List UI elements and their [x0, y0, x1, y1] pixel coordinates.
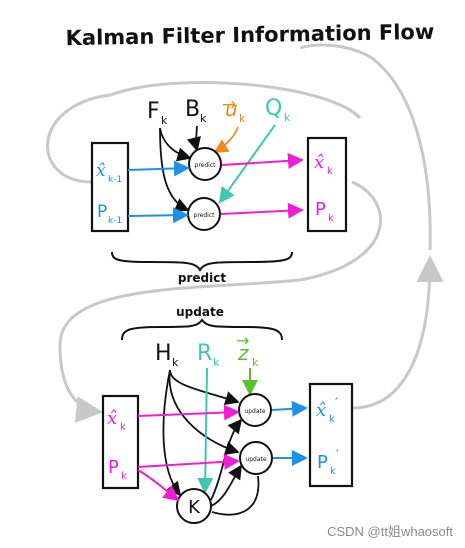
- edge-x-in-to-update: [137, 404, 240, 421]
- svg-text:→: →: [222, 95, 236, 115]
- label-P-predicted: P k: [315, 199, 334, 224]
- edge-K-loop-right: [211, 475, 260, 516]
- label-R: R k: [197, 341, 220, 369]
- svg-text:k: k: [172, 356, 179, 369]
- edge-P-in-to-update: [137, 453, 240, 470]
- loop-right-up: [299, 43, 432, 251]
- label-x-updated: x̂ k ′: [316, 396, 338, 425]
- label-H: H k: [155, 341, 179, 369]
- svg-text:k: k: [121, 471, 127, 482]
- label-Q: Q k: [265, 96, 291, 124]
- edge-B-to-predict-top: [186, 125, 201, 152]
- predict-node-top-label: predict: [195, 162, 217, 169]
- edge-predict-to-x: [221, 152, 304, 169]
- svg-text:P: P: [108, 457, 119, 478]
- output-box-predicted-state: [306, 136, 348, 233]
- svg-text:k-1: k-1: [108, 175, 122, 185]
- predict-node-bottom-label: predict: [194, 212, 216, 219]
- svg-text:z: z: [237, 341, 249, 365]
- loop-top-to-right: [109, 81, 362, 120]
- label-z: → z k: [236, 331, 259, 369]
- predict-brace-label: predict: [178, 271, 226, 285]
- edge-K-to-update-bottom: [210, 464, 242, 507]
- svg-text:Q: Q: [265, 96, 282, 121]
- edge-H-to-update-bottom: [168, 369, 240, 456]
- svg-text:P: P: [315, 199, 326, 220]
- svg-text:′: ′: [335, 396, 338, 412]
- svg-text:H: H: [155, 341, 172, 366]
- edge-P-in-to-K: [137, 469, 180, 502]
- svg-text:k: k: [328, 213, 334, 224]
- loop-left-top: [46, 93, 111, 184]
- update-brace: [121, 318, 283, 341]
- svg-text:k: k: [200, 112, 207, 125]
- label-P-prev: P k-1: [97, 202, 122, 226]
- svg-text:B: B: [185, 97, 200, 122]
- edge-K-to-update-top: [210, 418, 243, 501]
- loop-right-return: [351, 255, 444, 410]
- edge-predict-to-P: [220, 202, 304, 219]
- svg-text:x̂: x̂: [314, 152, 324, 173]
- watermark-text: CSDN @tt姐whaosoft: [327, 524, 453, 539]
- kalman-gain-label: K: [188, 497, 201, 518]
- svg-text:k: k: [213, 356, 220, 369]
- update-brace-label: update: [176, 305, 224, 319]
- svg-text:k: k: [327, 166, 333, 177]
- label-x-predicted: x̂ k: [314, 152, 333, 177]
- edge-F-to-predict-top: [159, 127, 192, 162]
- svg-text:u: u: [225, 97, 238, 121]
- update-node-bottom: [239, 441, 273, 475]
- diagram-title: Kalman Filter Information Flow: [65, 20, 434, 50]
- edge-update-to-x-out: [271, 400, 308, 417]
- svg-text:k: k: [330, 466, 336, 477]
- svg-text:→: →: [236, 331, 249, 350]
- predict-brace: [111, 251, 293, 272]
- svg-text:x̂: x̂: [107, 408, 117, 429]
- svg-text:k-1: k-1: [108, 216, 122, 226]
- svg-text:k: k: [161, 114, 168, 127]
- svg-text:P: P: [97, 202, 107, 222]
- input-box-update-state: [101, 394, 140, 490]
- loop-output-to-update: [58, 180, 382, 424]
- edge-H-to-update-top: [169, 369, 240, 406]
- svg-text:x̂: x̂: [316, 400, 326, 421]
- svg-text:k: k: [120, 422, 126, 433]
- label-F: F k: [147, 99, 168, 127]
- svg-text:k: k: [252, 356, 259, 369]
- svg-text:k: k: [239, 112, 246, 125]
- svg-text:P: P: [317, 452, 328, 473]
- svg-text:R: R: [197, 341, 212, 366]
- edge-x-prev-to-predict: [127, 160, 190, 177]
- svg-text:F: F: [147, 99, 160, 124]
- edge-H-to-K: [162, 369, 182, 497]
- input-box-prev-state: [90, 141, 130, 233]
- label-x-update-in: x̂ k: [107, 408, 126, 433]
- label-P-update-in: P k: [108, 457, 127, 482]
- label-B: B k: [185, 97, 207, 125]
- update-node-top-label: update: [244, 408, 265, 415]
- update-node-bottom-label: update: [245, 456, 266, 463]
- output-box-updated-state: [308, 382, 354, 488]
- svg-text:k: k: [329, 414, 335, 425]
- svg-text:′: ′: [336, 448, 339, 464]
- label-u: → u k: [222, 95, 246, 125]
- label-x-prev: x̂ k-1: [96, 161, 122, 185]
- edge-R-to-K: [197, 367, 214, 494]
- label-P-updated: P k ′: [317, 448, 339, 477]
- svg-text:k: k: [284, 111, 291, 124]
- edge-u-to-predict-top: [213, 126, 239, 153]
- edge-P-prev-to-predict: [127, 207, 189, 224]
- svg-text:x̂: x̂: [96, 161, 106, 181]
- edge-F-to-predict-bottom: [159, 127, 190, 212]
